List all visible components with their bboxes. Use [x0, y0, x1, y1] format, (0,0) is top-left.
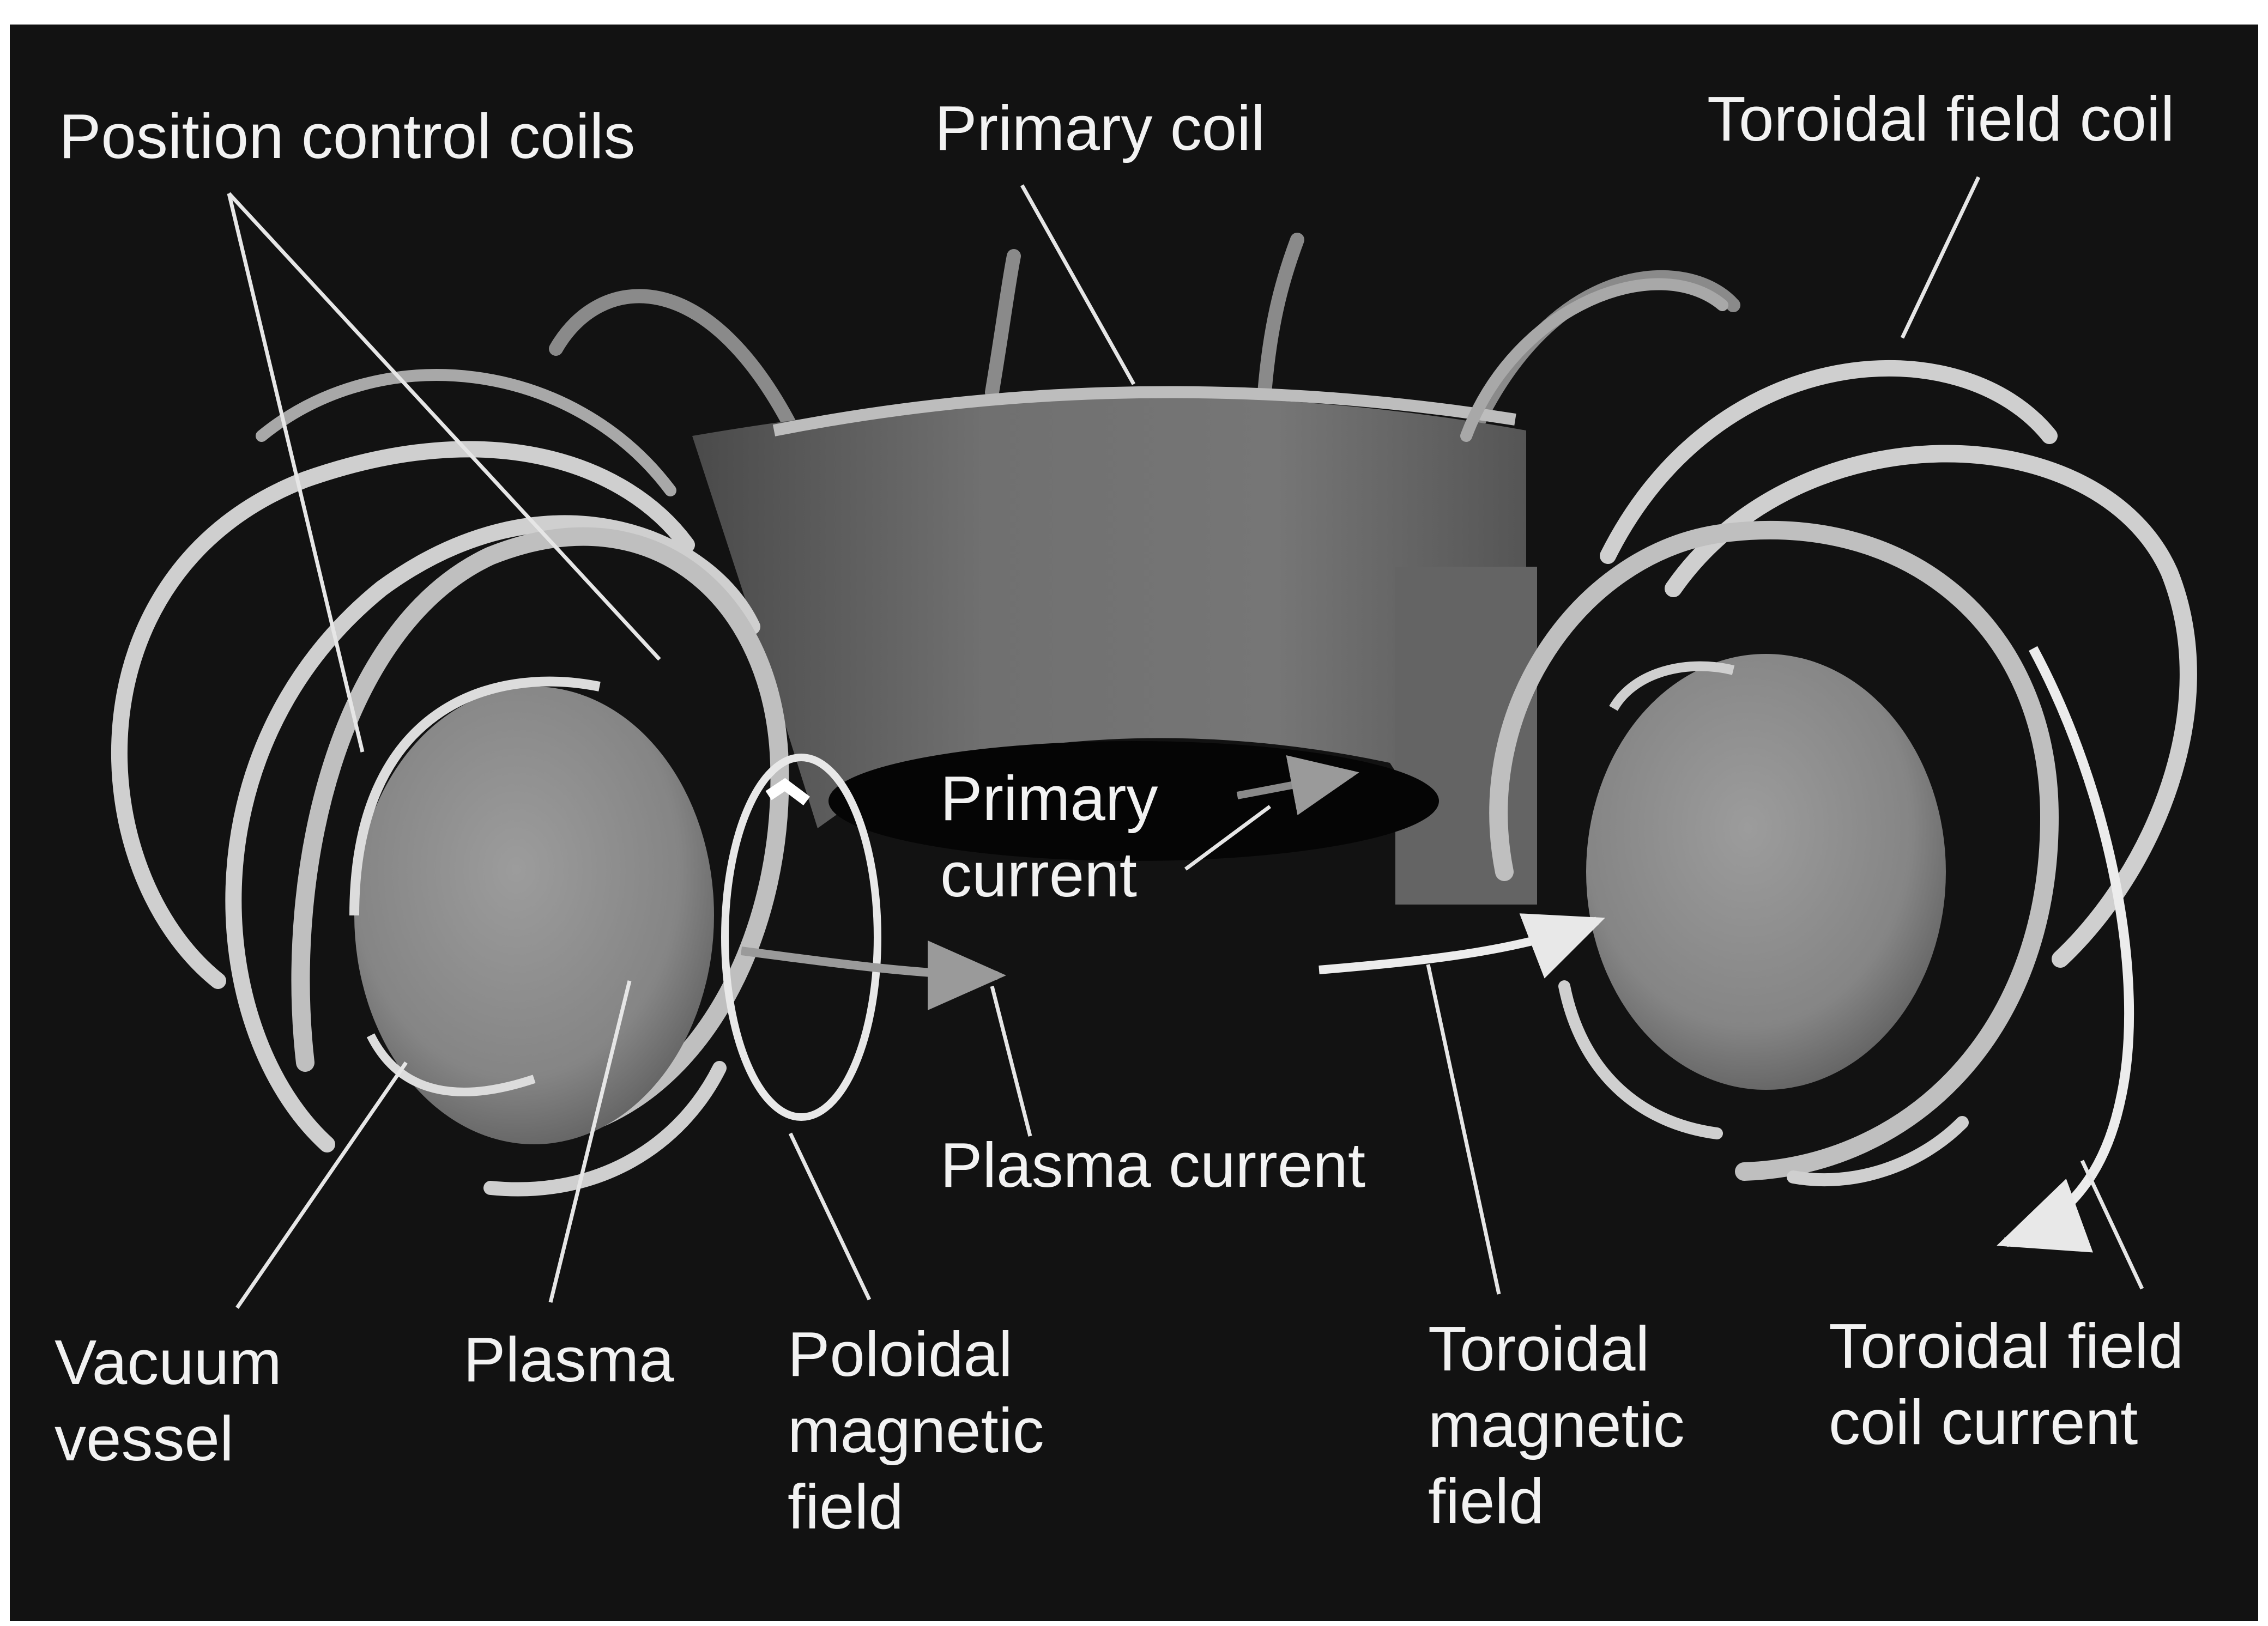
label-primary-current-line-1: Primary: [940, 760, 1158, 836]
label-vacuum-vessel-line-2: vessel: [55, 1400, 282, 1477]
label-position-control-coils: Position control coils: [59, 98, 635, 174]
label-primary-coil: Primary coil: [935, 90, 1265, 166]
label-primary-current-line-2: current: [940, 836, 1158, 913]
label-toroidal-line-1: Toroidal: [1428, 1310, 1685, 1387]
label-vacuum-vessel-line-1: Vacuum: [55, 1324, 282, 1400]
label-vacuum-vessel: Vacuum vessel: [55, 1324, 282, 1477]
label-plasma: Plasma: [463, 1321, 674, 1398]
label-toroidal-field-coil: Toroidal field coil: [1707, 81, 2175, 157]
label-poloidal-line-3: field: [788, 1469, 1044, 1545]
label-plasma-current: Plasma current: [940, 1127, 1365, 1203]
label-toroidal-line-3: field: [1428, 1463, 1685, 1539]
label-toroidal-field-coil-current: Toroidal field coil current: [1829, 1308, 2184, 1460]
label-toroidal-magnetic-field: Toroidal magnetic field: [1428, 1310, 1685, 1539]
label-poloidal-line-1: Poloidal: [788, 1316, 1044, 1392]
label-poloidal-magnetic-field: Poloidal magnetic field: [788, 1316, 1044, 1545]
label-toroidal-line-2: magnetic: [1428, 1387, 1685, 1463]
label-tfc-current-line-1: Toroidal field: [1829, 1308, 2184, 1384]
label-poloidal-line-2: magnetic: [788, 1392, 1044, 1469]
right-plasma: [1586, 654, 1946, 1090]
label-tfc-current-line-2: coil current: [1829, 1384, 2184, 1460]
label-primary-current: Primary current: [940, 760, 1158, 913]
